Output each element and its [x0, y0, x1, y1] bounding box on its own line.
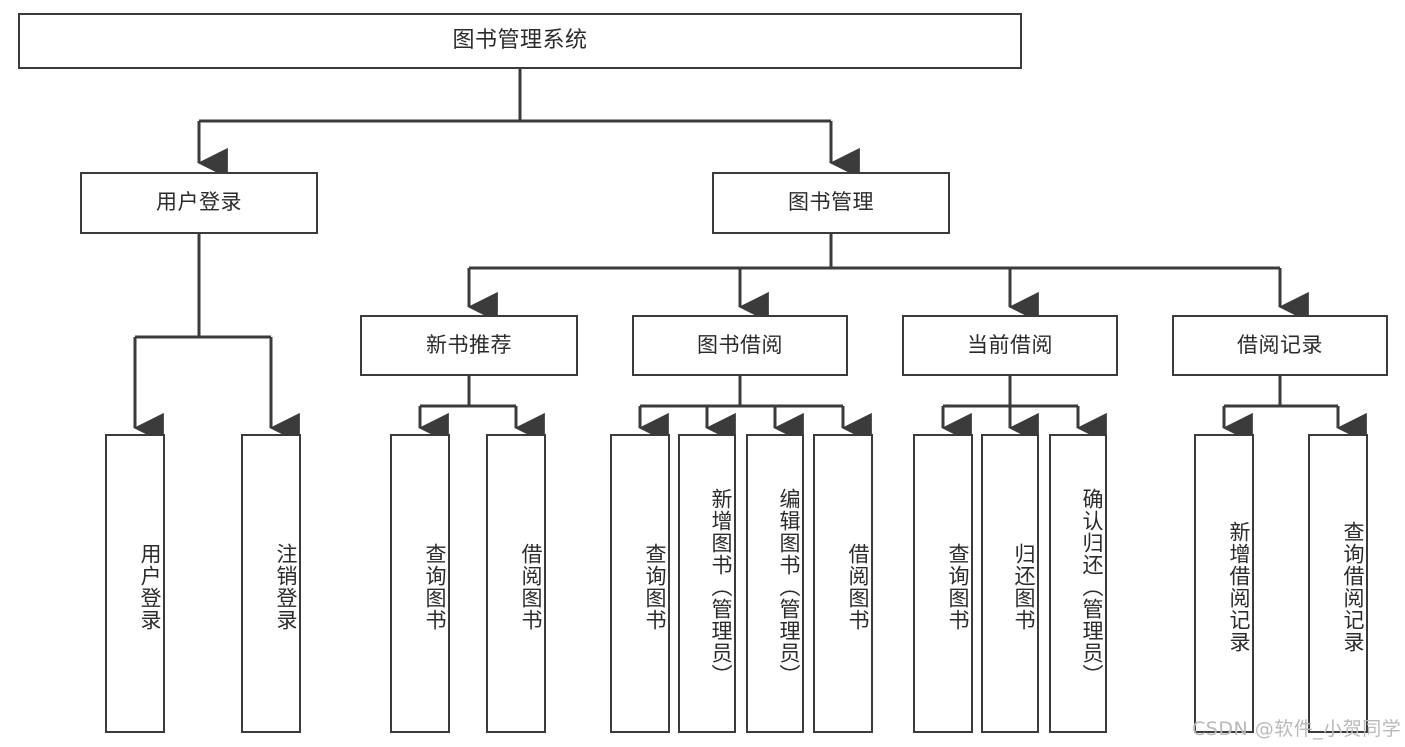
node-label: 当前借阅 — [967, 332, 1053, 357]
node-label: 编辑图书（管理员） — [777, 487, 801, 686]
node-label: 查询图书 — [946, 542, 970, 631]
node-borrow-records[interactable]: 借阅记录 — [1172, 315, 1388, 376]
leaf-return-book[interactable]: 归还图书 — [981, 434, 1039, 733]
node-label: 注销登录 — [274, 542, 298, 631]
leaf-logout-login[interactable]: 注销登录 — [241, 434, 301, 733]
leaf-query-book-borrow[interactable]: 查询图书 — [610, 434, 670, 733]
node-book-borrow[interactable]: 图书借阅 — [632, 315, 848, 376]
node-user-login[interactable]: 用户登录 — [80, 172, 318, 234]
leaf-borrow-book[interactable]: 借阅图书 — [813, 434, 873, 733]
node-label: 借阅图书 — [519, 542, 543, 631]
node-root-system[interactable]: 图书管理系统 — [18, 13, 1022, 69]
node-label: 查询图书 — [643, 542, 667, 631]
leaf-query-book-current[interactable]: 查询图书 — [913, 434, 973, 733]
node-label: 图书管理系统 — [452, 27, 588, 53]
leaf-confirm-return-admin[interactable]: 确认归还（管理员） — [1049, 434, 1107, 733]
node-label: 图书借阅 — [697, 332, 783, 357]
node-label: 借阅图书 — [846, 542, 870, 631]
csdn-watermark: CSDN @软件_小贺同学 — [1192, 718, 1402, 740]
leaf-borrow-book-new[interactable]: 借阅图书 — [486, 434, 546, 733]
node-new-book-recommend[interactable]: 新书推荐 — [360, 315, 578, 376]
node-label: 查询图书 — [423, 542, 447, 631]
node-label: 新增图书（管理员） — [709, 487, 733, 686]
leaf-query-book-new[interactable]: 查询图书 — [390, 434, 450, 733]
node-label: 借阅记录 — [1237, 332, 1323, 357]
leaf-edit-book-admin[interactable]: 编辑图书（管理员） — [746, 434, 804, 733]
leaf-add-book-admin[interactable]: 新增图书（管理员） — [678, 434, 736, 733]
leaf-user-login[interactable]: 用户登录 — [105, 434, 165, 733]
node-label: 新书推荐 — [426, 332, 512, 357]
node-label: 新增借阅记录 — [1227, 520, 1251, 653]
node-current-borrow[interactable]: 当前借阅 — [902, 315, 1118, 376]
node-label: 用户登录 — [156, 190, 242, 215]
node-label: 查询借阅记录 — [1341, 520, 1365, 653]
node-label: 用户登录 — [138, 542, 162, 631]
leaf-add-borrow-record[interactable]: 新增借阅记录 — [1194, 434, 1254, 733]
leaf-query-borrow-record[interactable]: 查询借阅记录 — [1308, 434, 1368, 733]
node-label: 确认归还（管理员） — [1080, 487, 1104, 686]
node-label: 归还图书 — [1012, 542, 1036, 631]
node-label: 图书管理 — [788, 190, 874, 215]
node-book-management[interactable]: 图书管理 — [712, 172, 950, 234]
